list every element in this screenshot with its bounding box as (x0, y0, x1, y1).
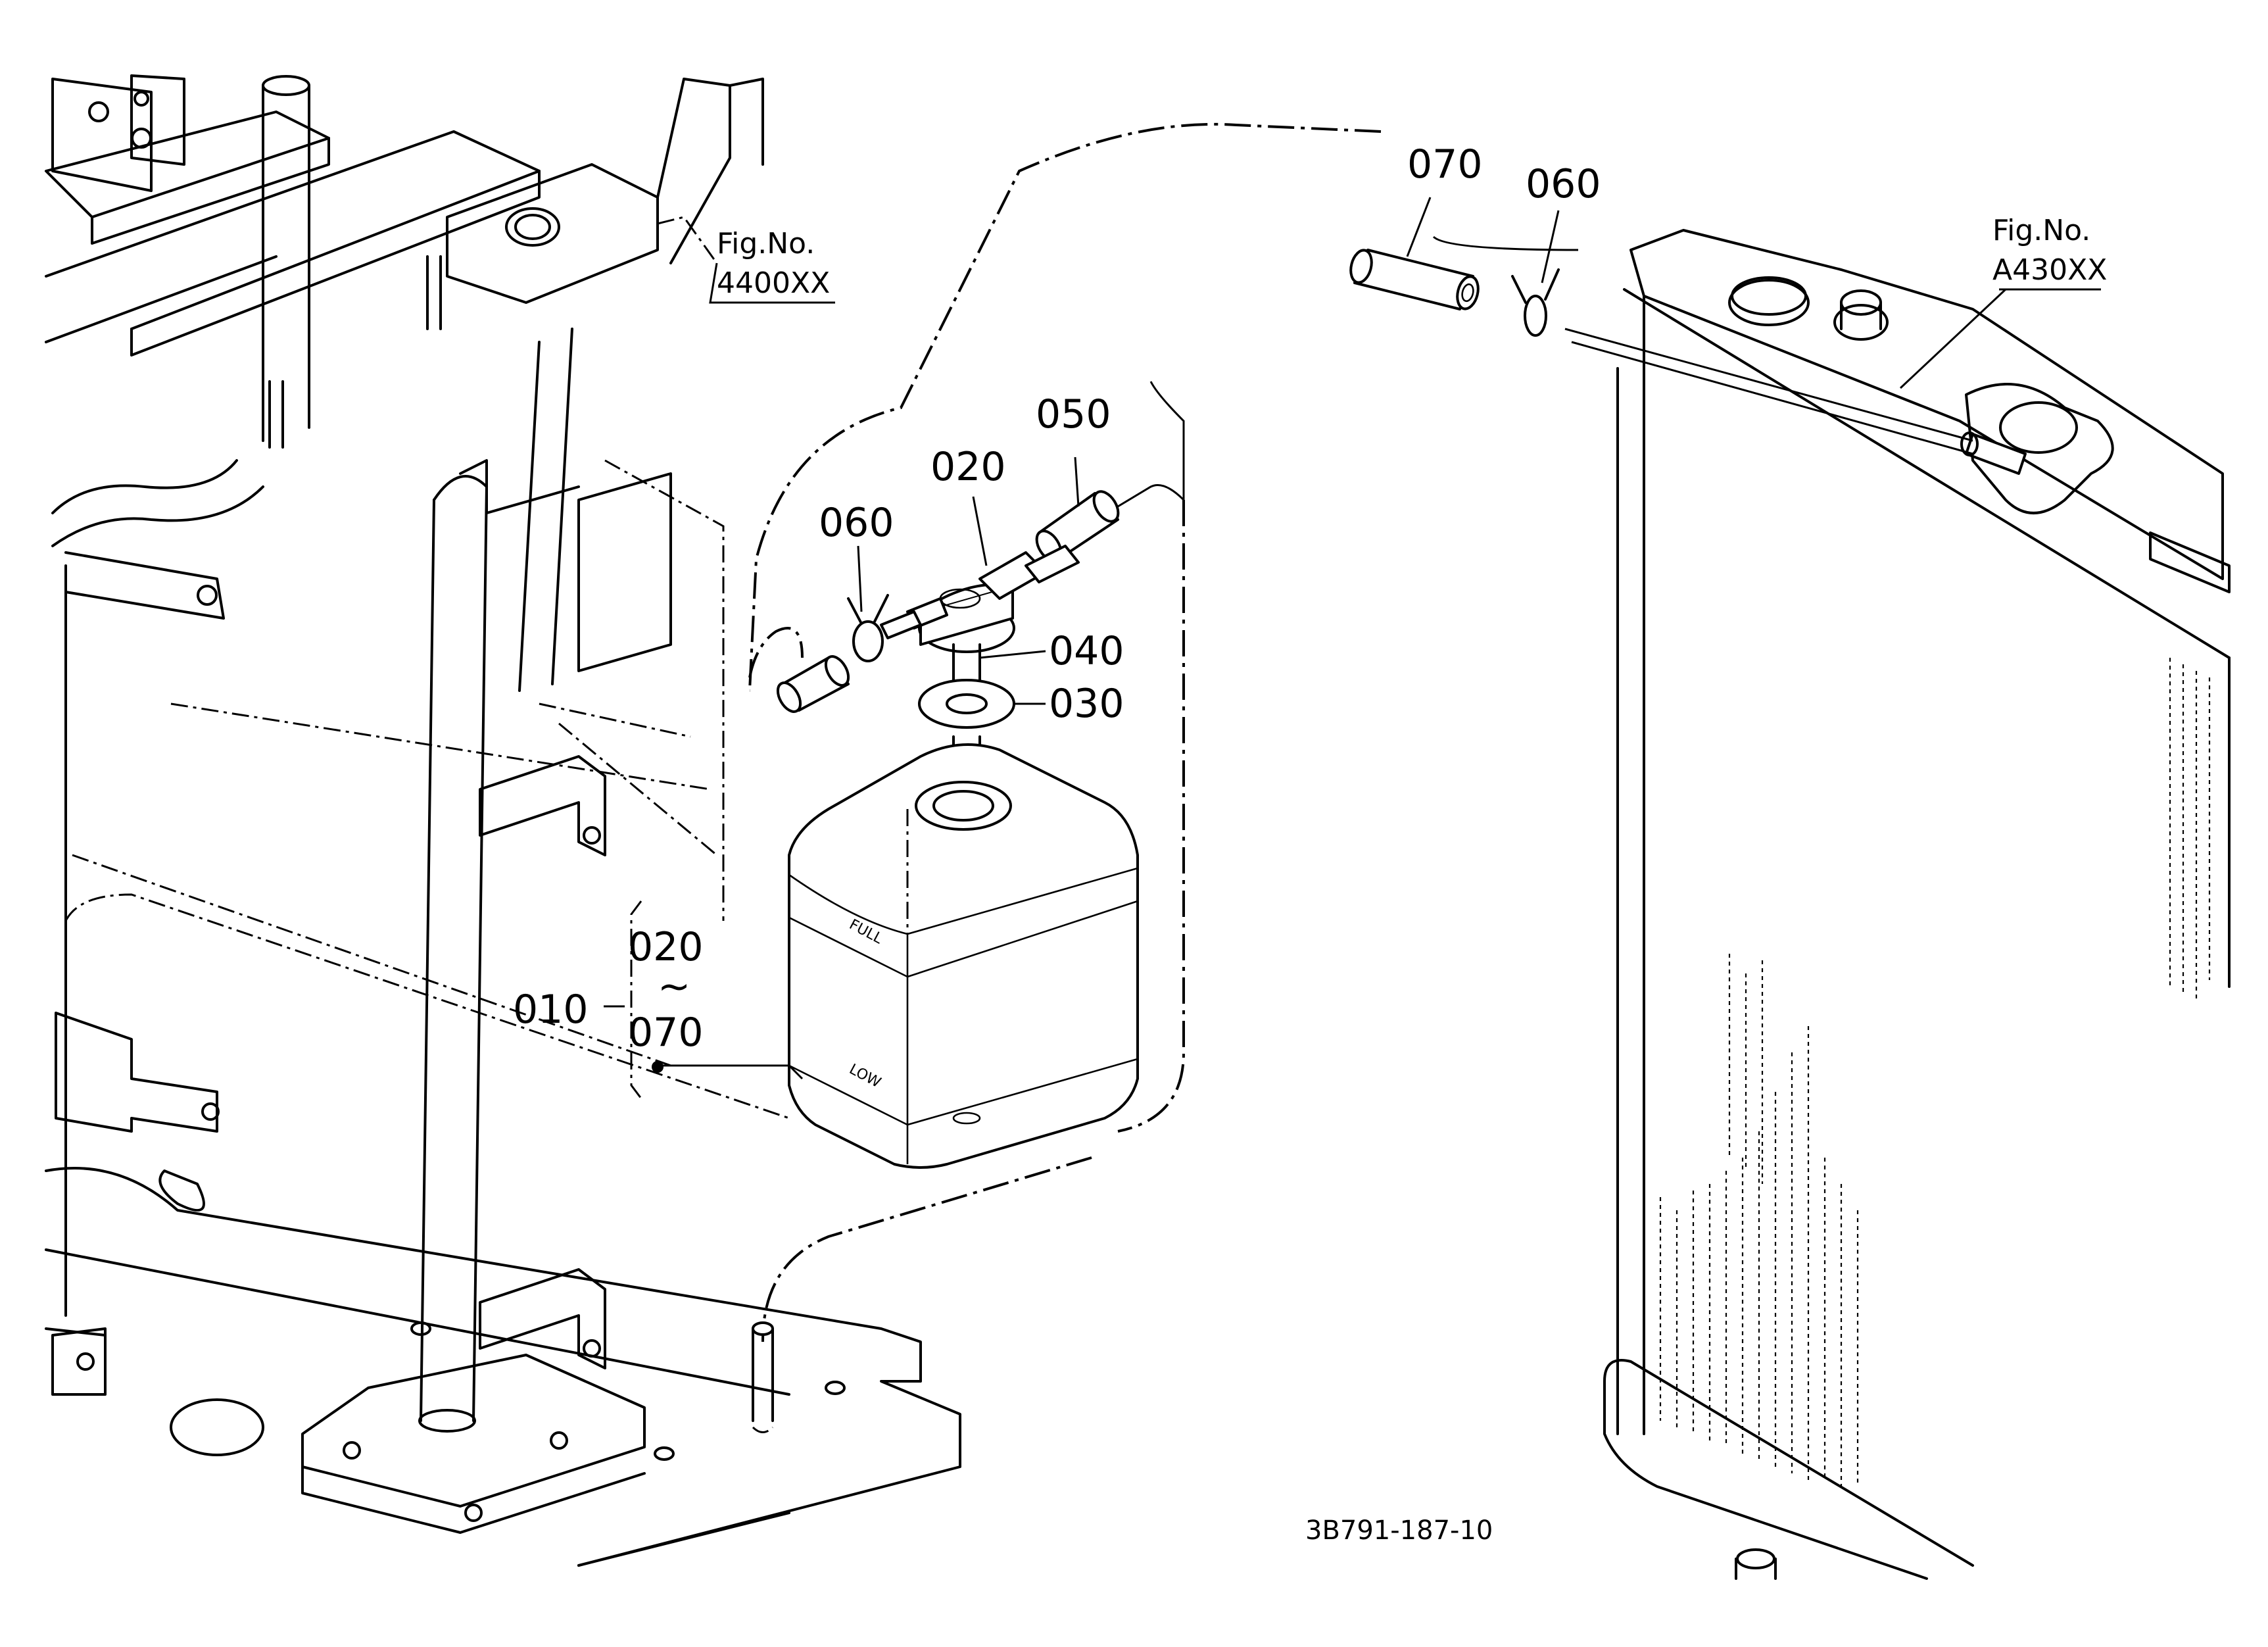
reserve-tank: FULL LOW (788, 743, 1139, 1169)
packing-030 (918, 679, 1015, 729)
hose-left (776, 655, 850, 713)
label-040: 040 (1049, 628, 1124, 674)
label-range-tilde: ~ (658, 964, 690, 1010)
drain-pipe (752, 1321, 774, 1433)
frame-structure (45, 74, 961, 1567)
label-060-top: 060 (1526, 161, 1601, 207)
label-010: 010 (513, 987, 589, 1033)
radiator-structure (1603, 229, 2231, 1580)
ref-radiator-line1: Fig.No. (1992, 214, 2090, 247)
label-range-end: 070 (628, 1010, 704, 1056)
ref-radiator-line2: A430XX (1992, 253, 2107, 287)
label-070-top: 070 (1407, 141, 1483, 187)
hose-routes (748, 122, 1973, 1342)
figure-references: Fig.No. 4400XX Fig.No. A430XX (717, 214, 2107, 300)
cap-020 (880, 545, 1080, 653)
radiator-fins (1643, 658, 2211, 1487)
hose-070 (1349, 249, 1480, 310)
label-030: 030 (1049, 681, 1124, 727)
label-020: 020 (930, 444, 1006, 490)
clip-060-left (847, 594, 889, 662)
drawing-code: 3B791-187-10 (1305, 1515, 1493, 1546)
ref-frame-line2: 4400XX (717, 266, 830, 300)
ref-frame-line1: Fig.No. (717, 227, 815, 260)
part-labels: 070 060 050 020 060 040 030 010 020 ~ 07… (513, 141, 1601, 1056)
label-range-start: 020 (628, 924, 704, 970)
clip-060-top (1511, 268, 1560, 337)
label-050: 050 (1036, 391, 1111, 437)
leader-lines (604, 197, 2101, 1099)
label-060-left: 060 (819, 500, 894, 546)
